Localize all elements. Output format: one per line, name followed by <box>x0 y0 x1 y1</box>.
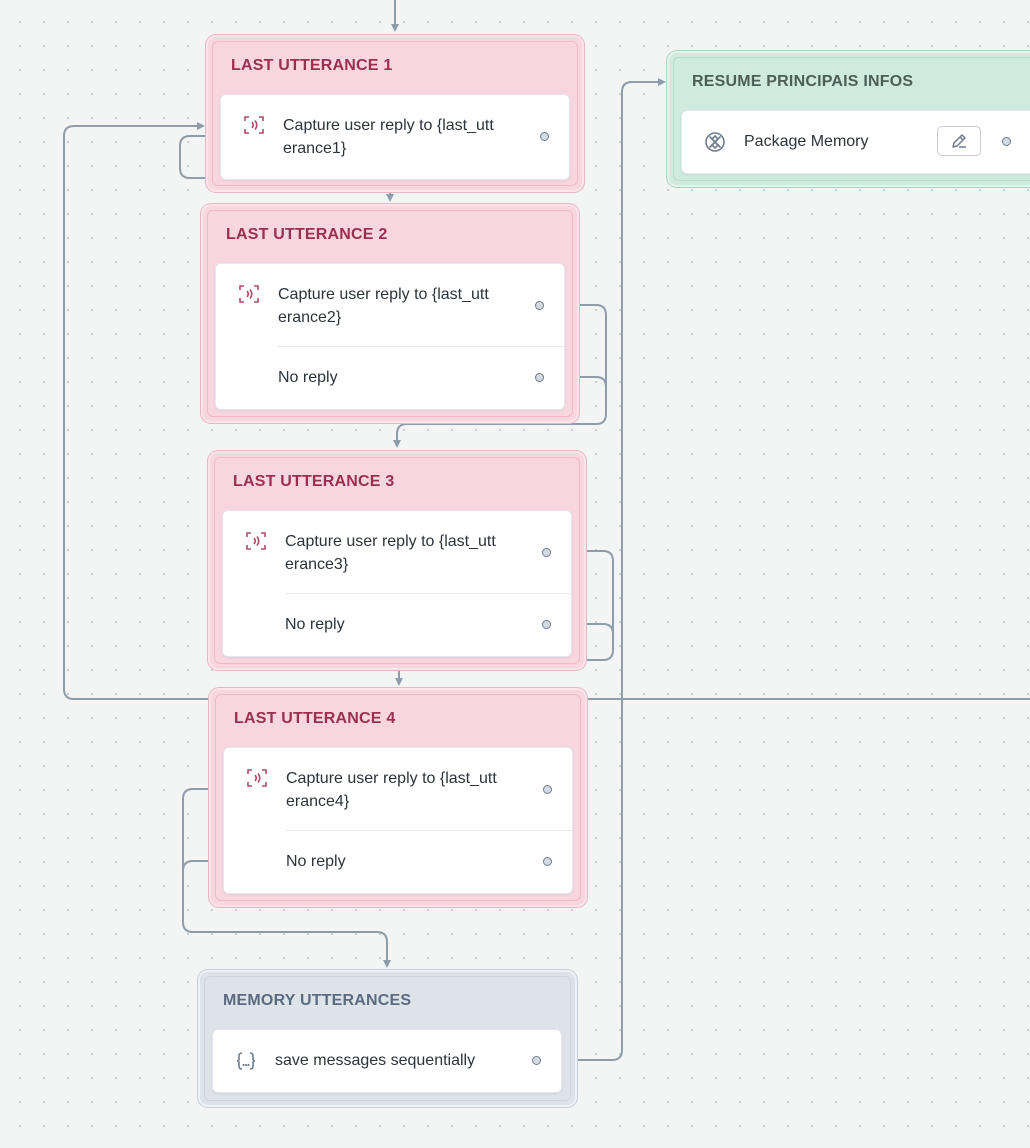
block-title: LAST UTTERANCE 4 <box>234 710 396 727</box>
no-reply-label: No reply <box>286 853 346 870</box>
no-reply-label: No reply <box>278 369 338 386</box>
component-step-label: Package Memory <box>744 133 869 150</box>
block-title: RESUME PRINCIPAIS INFOS <box>692 73 914 90</box>
capture-step[interactable]: Capture user reply to {last_utt erance2}… <box>215 263 565 410</box>
block-title: MEMORY UTTERANCES <box>223 992 412 1009</box>
capture-output-port[interactable] <box>540 132 549 141</box>
block-last-utterance-1[interactable]: LAST UTTERANCE 1 Capture user reply to {… <box>208 37 582 190</box>
block-memory-utterances[interactable]: MEMORY UTTERANCES save messages sequenti… <box>200 972 575 1105</box>
no-reply-output-port[interactable] <box>543 857 552 866</box>
block-last-utterance-3[interactable]: LAST UTTERANCE 3 Capture user reply to {… <box>210 453 584 668</box>
capture-voice-icon <box>246 532 266 550</box>
no-reply-output-port[interactable] <box>542 620 551 629</box>
capture-step[interactable]: Capture user reply to {last_utt erance1} <box>220 94 570 180</box>
capture-step[interactable]: Capture user reply to {last_utt erance3}… <box>222 510 572 657</box>
step-divider <box>278 346 564 347</box>
block-last-utterance-2[interactable]: LAST UTTERANCE 2 Capture user reply to {… <box>203 206 577 421</box>
code-step-label: save messages sequentially <box>275 1052 476 1069</box>
block-title: LAST UTTERANCE 3 <box>233 473 395 490</box>
block-title: LAST UTTERANCE 2 <box>226 226 388 243</box>
code-output-port[interactable] <box>532 1056 541 1065</box>
code-step[interactable]: save messages sequentially <box>212 1029 562 1093</box>
capture-step[interactable]: Capture user reply to {last_utt erance4}… <box>223 747 573 894</box>
capture-voice-icon <box>244 116 264 134</box>
capture-voice-icon <box>247 769 267 787</box>
component-step[interactable]: Package Memory <box>681 110 1030 174</box>
code-braces-icon <box>236 1052 256 1070</box>
capture-output-port[interactable] <box>543 785 552 794</box>
step-divider <box>286 830 572 831</box>
capture-step-label: Capture user reply to {last_utt erance1} <box>283 117 494 157</box>
edit-button[interactable] <box>937 126 981 156</box>
capture-voice-icon <box>239 285 259 303</box>
capture-output-port[interactable] <box>535 301 544 310</box>
component-icon <box>705 132 725 152</box>
block-title: LAST UTTERANCE 1 <box>231 57 393 74</box>
component-output-port[interactable] <box>1002 137 1011 146</box>
step-divider <box>285 593 571 594</box>
capture-step-label: Capture user reply to {last_utt erance4} <box>286 770 497 810</box>
block-resume-principais-infos[interactable]: RESUME PRINCIPAIS INFOS Package Memory <box>669 53 1030 185</box>
no-reply-output-port[interactable] <box>535 373 544 382</box>
no-reply-label: No reply <box>285 616 345 633</box>
capture-output-port[interactable] <box>542 548 551 557</box>
pencil-icon <box>952 134 966 148</box>
block-last-utterance-4[interactable]: LAST UTTERANCE 4 Capture user reply to {… <box>211 690 585 905</box>
capture-step-label: Capture user reply to {last_utt erance2} <box>278 286 489 326</box>
capture-step-label: Capture user reply to {last_utt erance3} <box>285 533 496 573</box>
